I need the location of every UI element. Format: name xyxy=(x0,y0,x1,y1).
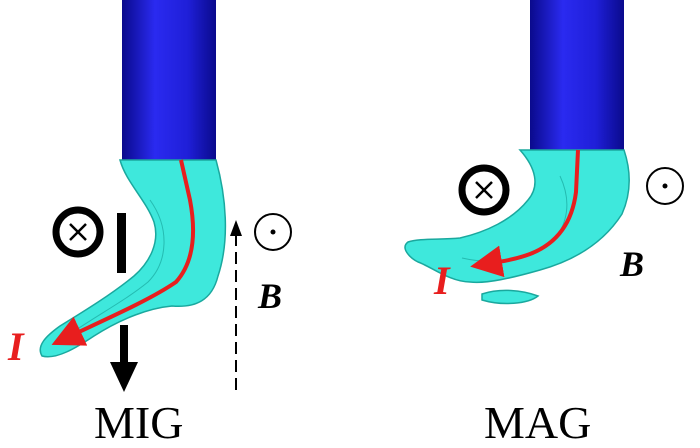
field-arrow-icon xyxy=(230,220,242,390)
mag-panel: B I MAG xyxy=(404,0,684,448)
mig-current-path xyxy=(51,159,196,346)
mig-field-label: B xyxy=(257,276,282,316)
mag-arc-plasma xyxy=(404,149,630,284)
mag-electrode xyxy=(530,0,624,150)
mag-current-path xyxy=(470,149,580,278)
mig-caption: MIG xyxy=(94,397,183,448)
into-page-symbol-icon xyxy=(52,206,104,258)
mig-panel: B I MIG xyxy=(7,0,292,448)
mag-out-of-page-symbol-icon xyxy=(646,167,684,205)
out-of-page-symbol-icon xyxy=(254,213,292,251)
mig-current-label: I xyxy=(7,324,25,369)
mig-arc-shading xyxy=(69,199,165,335)
mag-arc-drop xyxy=(481,289,540,305)
mig-arc-plasma xyxy=(39,159,227,358)
mag-into-page-symbol-icon xyxy=(458,164,510,216)
force-bar xyxy=(117,213,126,273)
force-arrow-icon xyxy=(110,325,138,392)
mig-electrode xyxy=(122,0,216,162)
mag-caption: MAG xyxy=(484,397,591,448)
mag-field-label: B xyxy=(619,244,644,284)
mag-current-label: I xyxy=(433,258,451,303)
